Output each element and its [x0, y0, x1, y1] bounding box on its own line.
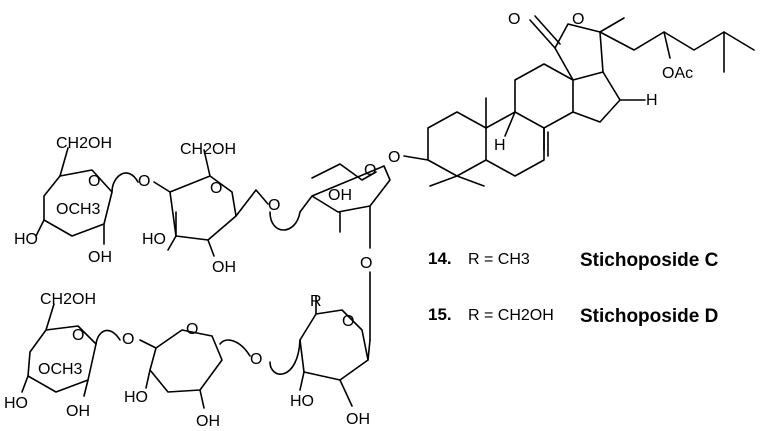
quinovose-ring-o-label: O	[342, 313, 354, 330]
compound-14-name: Stichoposide C	[580, 250, 719, 271]
glucose-ho-label: HO	[142, 231, 166, 248]
glucose-ch2oh-label: CH2OH	[180, 141, 236, 158]
compound-15-row: 15. R = CH2OH Stichoposide D	[428, 305, 718, 327]
xylose-2-ring	[145, 329, 223, 409]
compound-14-row: 14. R = CH3 Stichoposide C	[428, 249, 719, 271]
methylglucose-2-ring-o-label: O	[72, 327, 84, 344]
methylglucose-1-ch2oh-label: CH2OH	[56, 135, 112, 152]
xylose-1-ring	[299, 163, 391, 249]
c9-h-label: H	[494, 137, 506, 154]
link-o-xylose1-glucose-label: O	[268, 197, 280, 214]
link-o-quinovose-xylose2-label: O	[250, 351, 262, 368]
methylglucose-1-oh-label: OH	[88, 249, 112, 266]
glucose-oh-label: OH	[212, 259, 236, 276]
aglycone-skeleton	[427, 15, 755, 187]
quinovose-oh-label: OH	[346, 411, 370, 428]
compound-15-name: Stichoposide D	[580, 306, 718, 327]
quinovose-ring	[299, 295, 371, 407]
lactone-ring-o-label: O	[572, 11, 584, 28]
compound-15-r-text: R = CH2OH	[468, 307, 554, 324]
methylglucose-1-ho-label: HO	[14, 231, 38, 248]
methylglucose-2-ho-label: HO	[4, 395, 28, 412]
lactone-carbonyl-o-label: O	[508, 11, 520, 28]
methylglucose-2-oh-label: OH	[66, 403, 90, 420]
methylglucose-1-ring	[35, 147, 113, 245]
xylose-1-oh-label: OH	[328, 187, 352, 204]
methylglucose-2-ch2oh-label: CH2OH	[40, 291, 96, 308]
glucose-ring-o-label: O	[210, 180, 222, 197]
link-o-glucose-methylglucose-label: O	[138, 173, 150, 190]
link-o-xylose2-methylglucose2-label: O	[122, 331, 134, 348]
compound-14-number: 14.	[428, 249, 452, 268]
methylglucose-1-och3-label: OCH3	[56, 201, 101, 218]
compound-15-number: 15.	[428, 305, 452, 324]
xylose-2-oh-label: OH	[196, 413, 220, 430]
methylglucose-1-ring-o-label: O	[88, 173, 100, 190]
xylose-2-ho-label: HO	[124, 389, 148, 406]
methylglucose-2-och3-label: OCH3	[38, 361, 83, 378]
methylglucose-2-ring	[21, 303, 97, 397]
oac-label: OAc	[662, 65, 693, 82]
c17-h-label: H	[646, 92, 658, 109]
glucose-ring	[167, 149, 269, 257]
glycosidic-o-label: O	[388, 149, 400, 166]
compound-14-r-text: R = CH3	[468, 251, 530, 268]
quinovose-ho-label: HO	[290, 393, 314, 410]
xylose-1-ring-o-label: O	[364, 162, 376, 179]
quinovose-r-label: R	[310, 293, 322, 310]
xylose-2-ring-o-label: O	[186, 321, 198, 338]
link-o-xylose1-quinovose-label: O	[360, 255, 372, 272]
